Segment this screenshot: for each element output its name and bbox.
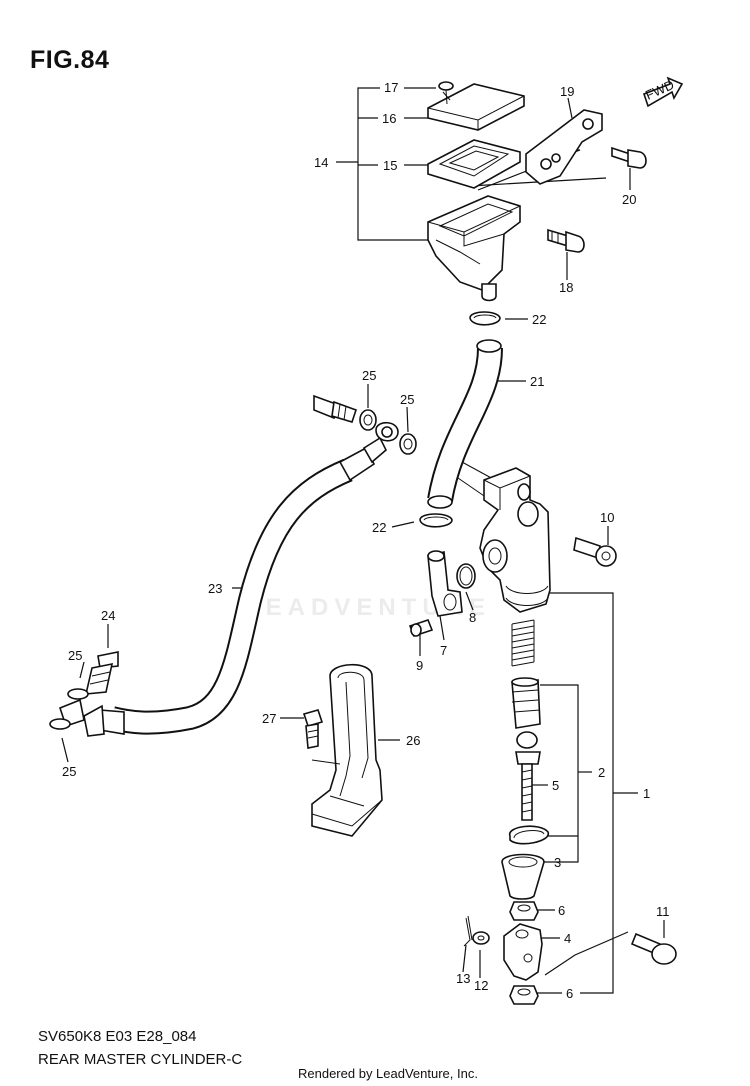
- callout-7: 7: [440, 643, 447, 658]
- leader-lines: [61, 87, 665, 994]
- reservoir-assembly: [427, 81, 647, 302]
- callout-15: 15: [383, 158, 397, 173]
- fwd-arrow-icon: FWD: [642, 76, 684, 108]
- callout-21: 21: [530, 374, 544, 389]
- callout-16: 16: [382, 111, 396, 126]
- callout-9: 9: [416, 658, 423, 673]
- model-code: SV650K8 E03 E28_084: [38, 1028, 197, 1045]
- callout-22-lower: 22: [372, 520, 386, 535]
- callout-1: 1: [643, 786, 650, 801]
- brake-hose: [49, 394, 417, 737]
- rendered-by-credit: Rendered by LeadVenture, Inc.: [298, 1066, 478, 1081]
- return-spring: [511, 619, 535, 667]
- callout-25-d: 25: [62, 764, 76, 779]
- callout-18: 18: [559, 280, 573, 295]
- callout-27: 27: [262, 711, 276, 726]
- callout-14: 14: [314, 155, 328, 170]
- hose-guide-bracket: [302, 664, 383, 837]
- callout-19: 19: [560, 84, 574, 99]
- callout-10: 10: [600, 510, 614, 525]
- callout-8: 8: [469, 610, 476, 625]
- figure-title: FIG.84: [30, 46, 110, 74]
- callout-11: 11: [656, 904, 670, 919]
- callout-24: 24: [101, 608, 115, 623]
- callout-23: 23: [208, 581, 222, 596]
- callout-25-b: 25: [400, 392, 414, 407]
- callout-13: 13: [456, 971, 470, 986]
- callout-17: 17: [384, 80, 398, 95]
- callout-6-lower: 6: [566, 986, 573, 1001]
- callout-22-upper: 22: [532, 312, 546, 327]
- callout-6-upper: 6: [558, 903, 565, 918]
- callout-20: 20: [622, 192, 636, 207]
- callout-5: 5: [552, 778, 559, 793]
- callout-2: 2: [598, 765, 605, 780]
- reservoir-hose: [419, 311, 503, 528]
- callout-26: 26: [406, 733, 420, 748]
- callout-3: 3: [554, 855, 561, 870]
- callout-25-c: 25: [68, 648, 82, 663]
- callout-25-a: 25: [362, 368, 376, 383]
- callout-4: 4: [564, 931, 571, 946]
- master-cylinder-body: [408, 467, 617, 637]
- callout-labels: 17 16 15 14 19 20 18 22 21 25 25 22 10 2…: [62, 80, 670, 1001]
- piston-parts: [463, 619, 677, 1005]
- callout-12: 12: [474, 978, 488, 993]
- figure-description: REAR MASTER CYLINDER-C: [38, 1051, 243, 1068]
